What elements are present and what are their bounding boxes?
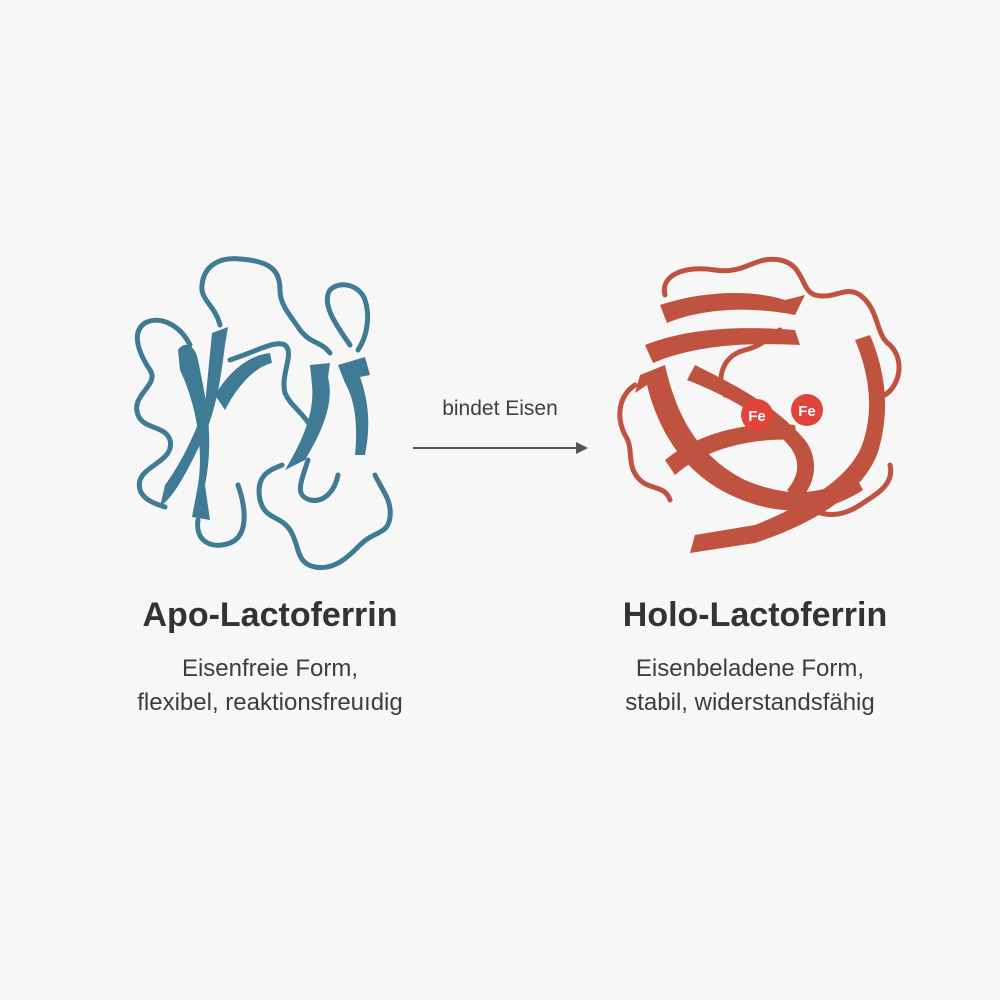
iron-ion-icon	[741, 399, 773, 431]
svg-text:Fe: Fe	[748, 408, 766, 425]
holo-lactoferrin-title: Holo-Lactoferrin	[622, 596, 888, 634]
apo-lactoferrin-title: Apo-Lactoferrin	[142, 596, 398, 634]
holo-description-line-1: Eisenbeladene Form,	[635, 655, 865, 682]
holo-lactoferrin-description: Eisenbeladene Form, stabil, widerstandsf…	[545, 652, 955, 720]
holo-description-line-2: stabil, widerstandsfähig	[625, 689, 875, 716]
holo-lactoferrin-structure-icon: Fe Fe	[617, 256, 902, 553]
apo-description-line-1: Eisenfreie Form,	[181, 655, 359, 682]
apo-lactoferrin-description: Eisenfreie Form, flexibel, reaktionsfreu…	[70, 652, 470, 720]
arrow-right-icon	[413, 442, 588, 454]
iron-ion-icon	[791, 394, 823, 426]
apo-lactoferrin-structure-icon	[134, 256, 393, 571]
apo-description-line-2: flexibel, reaktionsfreuıdig	[137, 689, 403, 716]
svg-text:Fe: Fe	[798, 403, 816, 420]
iron-ions: Fe Fe	[741, 394, 823, 431]
transition-label: bindet Eisen	[442, 397, 558, 420]
